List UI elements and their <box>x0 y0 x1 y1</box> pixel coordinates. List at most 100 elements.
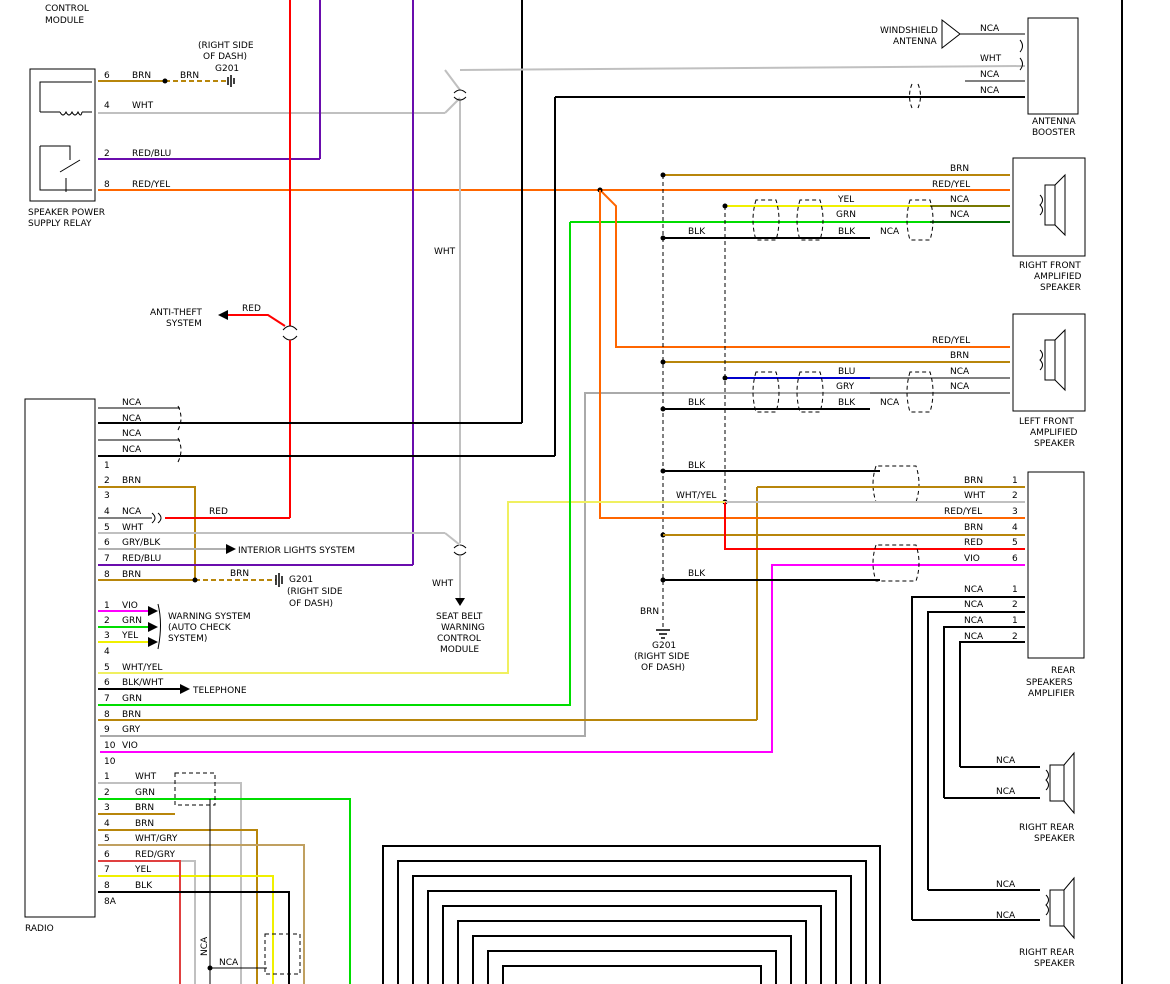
svg-text:WHT/YEL: WHT/YEL <box>676 491 716 501</box>
relay-switch-icon <box>59 159 81 173</box>
speaker-relay-label-1: SPEAKER POWER <box>28 208 105 218</box>
svg-text:2: 2 <box>104 476 110 486</box>
rr-speaker-1-label-1: RIGHT REAR <box>1019 823 1074 833</box>
svg-text:NCA: NCA <box>122 429 142 439</box>
svg-text:BRN: BRN <box>950 164 969 174</box>
svg-text:8: 8 <box>104 710 110 720</box>
lf-speaker-label-3: SPEAKER <box>1034 439 1075 449</box>
svg-text:VIO: VIO <box>122 601 138 611</box>
svg-text:3: 3 <box>104 631 110 641</box>
antenna-booster-label-2: BOOSTER <box>1032 128 1075 138</box>
svg-text:2: 2 <box>104 149 110 159</box>
svg-text:8A: 8A <box>104 897 117 907</box>
svg-text:BRN: BRN <box>122 570 141 580</box>
svg-text:BRN: BRN <box>950 351 969 361</box>
lf-speaker-label-1: LEFT FRONT <box>1019 417 1074 427</box>
svg-text:NCA: NCA <box>122 414 142 424</box>
svg-text:GRN: GRN <box>122 694 142 704</box>
svg-text:8: 8 <box>104 570 110 580</box>
svg-text:G201: G201 <box>215 64 239 74</box>
svg-text:6: 6 <box>104 71 110 81</box>
svg-text:VIO: VIO <box>122 741 138 751</box>
control-module-label-1: CONTROL <box>45 4 89 14</box>
svg-text:YEL: YEL <box>837 195 854 205</box>
svg-text:WHT: WHT <box>432 579 454 589</box>
svg-text:4: 4 <box>104 647 110 657</box>
svg-text:NCA: NCA <box>122 445 142 455</box>
svg-text:NCA: NCA <box>880 227 900 237</box>
svg-text:BLK: BLK <box>838 227 856 237</box>
right-front-speaker-box <box>1012 157 1086 257</box>
windshield-antenna-label-2: ANTENNA <box>893 37 938 47</box>
svg-text:5: 5 <box>1012 538 1018 548</box>
rr-speaker-2-label-2: SPEAKER <box>1034 959 1075 969</box>
harness-graphic <box>382 845 881 984</box>
svg-text:GRY/BLK: GRY/BLK <box>122 538 161 548</box>
svg-text:BRN: BRN <box>180 71 199 81</box>
rear-amp-label-2: SPEAKERS <box>1026 678 1073 688</box>
svg-text:GRN: GRN <box>122 616 142 626</box>
svg-text:RED: RED <box>242 304 261 314</box>
svg-text:NCA: NCA <box>950 367 970 377</box>
svg-text:NCA: NCA <box>964 632 984 642</box>
svg-text:WHT: WHT <box>964 491 986 501</box>
svg-text:BRN: BRN <box>964 523 983 533</box>
svg-text:GRN: GRN <box>836 210 856 220</box>
rear-amp-box <box>1027 471 1085 659</box>
g201-radio-label-3: OF DASH) <box>289 599 333 609</box>
svg-text:BLK: BLK <box>688 569 706 579</box>
svg-text:RED: RED <box>209 507 228 517</box>
rf-speaker-label-3: SPEAKER <box>1040 283 1081 293</box>
svg-text:5: 5 <box>104 834 110 844</box>
radio-label: RADIO <box>25 924 54 934</box>
svg-text:BLK: BLK <box>688 461 706 471</box>
svg-text:NCA: NCA <box>200 936 210 956</box>
interior-lights-label: INTERIOR LIGHTS SYSTEM <box>238 546 355 556</box>
svg-text:8: 8 <box>104 180 110 190</box>
svg-text:NCA: NCA <box>950 195 970 205</box>
svg-text:RED/YEL: RED/YEL <box>944 507 982 517</box>
svg-text:9: 9 <box>104 725 110 735</box>
svg-text:BLK: BLK <box>838 398 856 408</box>
svg-text:GRN: GRN <box>135 788 155 798</box>
svg-text:1: 1 <box>104 772 110 782</box>
svg-text:RED/YEL: RED/YEL <box>932 180 970 190</box>
svg-text:WHT: WHT <box>135 772 157 782</box>
seat-belt-label-4: MODULE <box>440 645 479 655</box>
anti-theft-label-1: ANTI-THEFT <box>150 308 202 318</box>
svg-text:4: 4 <box>104 507 110 517</box>
svg-text:BLK: BLK <box>688 227 706 237</box>
svg-text:2: 2 <box>1012 600 1018 610</box>
svg-text:WHT: WHT <box>132 101 154 111</box>
svg-text:BLK: BLK <box>688 398 706 408</box>
svg-text:NCA: NCA <box>996 787 1016 797</box>
rear-amp-label-3: AMPLIFIER <box>1028 689 1075 699</box>
svg-text:NCA: NCA <box>964 585 984 595</box>
ground-icon <box>656 629 670 639</box>
svg-text:3: 3 <box>104 803 110 813</box>
antenna-icon <box>941 18 961 50</box>
svg-text:RED/YEL: RED/YEL <box>132 180 170 190</box>
svg-text:NCA: NCA <box>950 382 970 392</box>
svg-text:NCA: NCA <box>122 507 142 517</box>
speaker-relay-label-2: SUPPLY RELAY <box>28 219 92 229</box>
control-module-label-2: MODULE <box>45 16 84 26</box>
g201-radio-label-2: (RIGHT SIDE <box>287 587 343 597</box>
svg-text:2: 2 <box>104 616 110 626</box>
svg-text:NCA: NCA <box>950 210 970 220</box>
anti-theft-label-2: SYSTEM <box>166 319 202 329</box>
svg-text:6: 6 <box>104 678 110 688</box>
arrow-icon <box>226 544 236 554</box>
svg-text:1: 1 <box>104 461 110 471</box>
speaker-icon <box>1044 173 1066 237</box>
svg-text:BLK: BLK <box>135 881 153 891</box>
warning-system-label-3: SYSTEM) <box>168 634 207 644</box>
g201-mid-label-3: OF DASH) <box>641 663 685 673</box>
svg-text:RED: RED <box>964 538 983 548</box>
svg-text:BRN: BRN <box>135 819 154 829</box>
svg-text:WHT: WHT <box>434 247 456 257</box>
warning-system-label-2: (AUTO CHECK <box>168 623 232 633</box>
svg-text:2: 2 <box>1012 632 1018 642</box>
svg-text:GRY: GRY <box>122 725 141 735</box>
